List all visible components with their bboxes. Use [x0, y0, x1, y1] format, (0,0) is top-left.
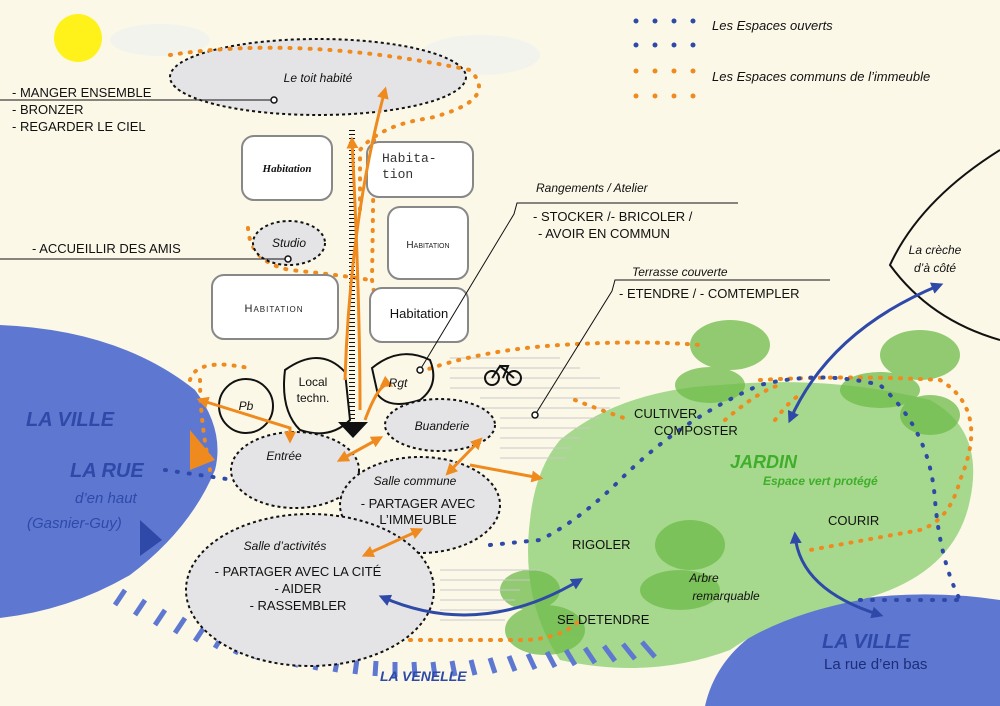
- room-activity: - PARTAGER AVEC LA CITÉ: [215, 564, 382, 579]
- dwelling-label: Habitation: [262, 163, 312, 175]
- dwelling-label: tion: [382, 167, 413, 182]
- stair-arrow: [338, 422, 368, 438]
- terrace-title: Terrasse couverte: [632, 265, 728, 279]
- daycare-label: d’à côté: [914, 261, 956, 275]
- room-label: Salle commune: [374, 474, 457, 488]
- storage-title: Rangements / Atelier: [536, 181, 649, 195]
- room-activity: - PARTAGER AVEC: [361, 496, 476, 511]
- city-right-title: LA VILLE: [822, 631, 911, 653]
- room-label: Entrée: [266, 449, 302, 463]
- garden-activity: COURIR: [828, 513, 879, 528]
- dwelling-box: [241, 135, 333, 201]
- city-right-sub: La rue d’en bas: [824, 656, 927, 673]
- legend: Les Espaces ouverts Les Espaces communs …: [633, 18, 930, 99]
- garden-subtitle: Espace vert protégé: [763, 474, 878, 488]
- city-left-title: LA VILLE: [26, 409, 115, 431]
- daycare-label: La crèche: [909, 243, 962, 257]
- room-label: Salle d’activités: [244, 539, 327, 553]
- rooftop-activity: - MANGER ENSEMBLE: [12, 85, 152, 100]
- room-rgt: [370, 353, 435, 405]
- street-top-sub: (Gasnier-Guy): [27, 515, 122, 532]
- dwelling-label: Habitation: [390, 306, 449, 321]
- storage-activity: - AVOIR EN COMMUN: [538, 226, 670, 241]
- storage-activity: - STOCKER /- BRICOLER /: [533, 209, 693, 224]
- leader-lines: [0, 99, 830, 416]
- garden-activity: CULTIVER: [634, 406, 697, 421]
- garden-activity: SE DETENDRE: [557, 612, 650, 627]
- bicycle-icon: [484, 364, 522, 386]
- tree-label: remarquable: [692, 589, 760, 603]
- room-label: techn.: [297, 391, 330, 405]
- garden-activity: COMPOSTER: [654, 423, 738, 438]
- dwelling-box: [369, 287, 469, 343]
- rooftop-activity: - BRONZER: [12, 102, 84, 117]
- studio-shape: [252, 220, 326, 266]
- common-dotted-path: [168, 45, 481, 217]
- arrow-icon: [140, 520, 162, 556]
- room-entree: [230, 431, 360, 509]
- street-top-title: LA RUE: [70, 460, 144, 482]
- arrow-icon: [190, 430, 215, 470]
- studio-activity: - ACCUEILLIR DES AMIS: [32, 241, 181, 256]
- terrace-activity: - ETENDRE / - COMTEMPLER: [619, 286, 800, 301]
- garden-activity: RIGOLER: [572, 537, 631, 552]
- city-left-area: [0, 325, 218, 618]
- blue-arrows: [378, 282, 944, 619]
- dwelling-label: Habita-: [382, 151, 437, 166]
- room-activity: - AIDER: [275, 581, 322, 596]
- dwelling-box: [387, 206, 469, 280]
- venelle-label: LA VENELLE: [380, 668, 467, 684]
- cloud-shape: [110, 24, 210, 56]
- garden-title: JARDIN: [730, 452, 798, 472]
- sun-icon: [54, 14, 102, 62]
- room-label: Rgt: [389, 376, 408, 390]
- room-activity: L’IMMEUBLE: [379, 512, 457, 527]
- street-top-sub: d’en haut: [75, 490, 138, 507]
- legend-common-spaces: Les Espaces communs de l’immeuble: [712, 69, 930, 84]
- rooftop-title: Le toit habité: [284, 71, 353, 85]
- room-label: Local: [299, 375, 328, 389]
- studio-title: Studio: [272, 236, 306, 250]
- orange-arrows: [196, 86, 544, 557]
- dwelling-label: Habitation: [406, 240, 449, 251]
- daycare-outline: [888, 149, 1000, 341]
- room-activity: - RASSEMBLER: [250, 598, 347, 613]
- room-label: Buanderie: [415, 419, 470, 433]
- rooftop-shape: [169, 38, 467, 116]
- tree-label: Arbre: [688, 571, 719, 585]
- rooftop-activity: - REGARDER LE CIEL: [12, 119, 146, 134]
- legend-open-spaces: Les Espaces ouverts: [712, 18, 833, 33]
- dwelling-box: [211, 274, 339, 340]
- dwelling-label: Habitation: [245, 303, 304, 315]
- room-label: Pb: [239, 399, 254, 413]
